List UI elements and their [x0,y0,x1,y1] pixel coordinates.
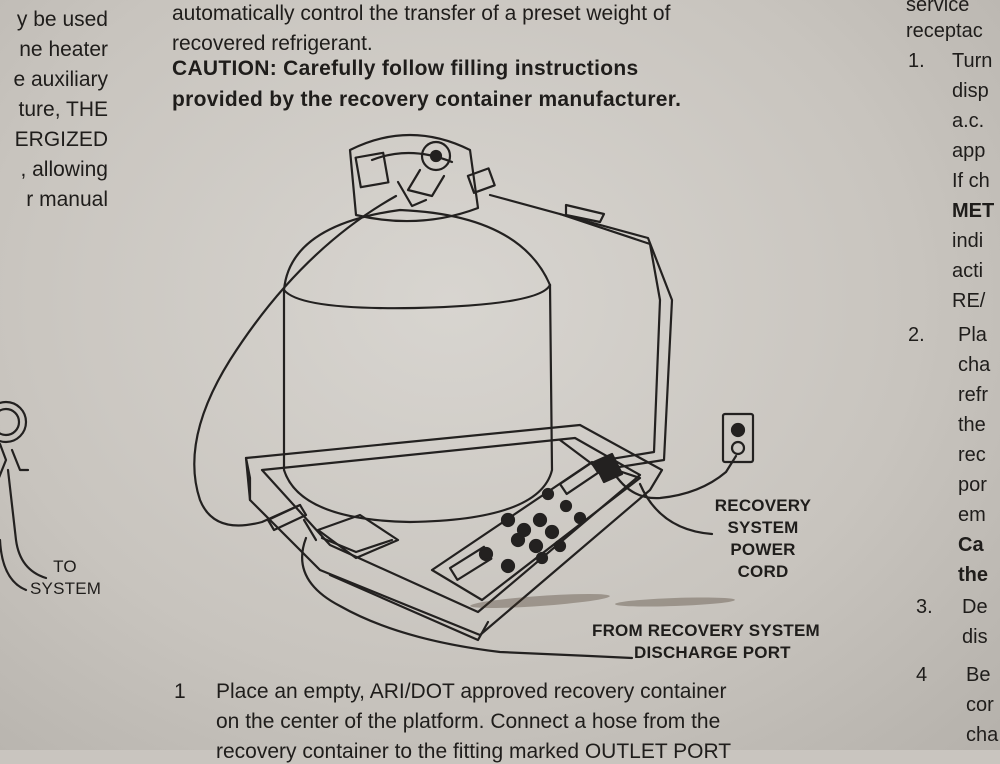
left-line: y be used [16,8,108,31]
power-cord [610,454,738,500]
callout-line: RECOVERY [714,496,812,515]
left-line: e auxiliary [13,68,108,91]
gauge-icon [0,400,48,592]
step-number: 4 [916,664,928,686]
step1-line: recovery container to the fitting marked… [216,740,732,763]
keypad-buttons [478,487,587,574]
right-line: Turn [952,50,993,72]
right-line: MET [952,200,995,222]
right-line: Ca [958,534,984,556]
right-line: refr [958,384,988,406]
right-line: dis [962,626,988,648]
callout-line: CORD [737,562,789,581]
right-line: the [958,414,986,436]
system-label: SYSTEM [30,579,102,598]
right-line: De [962,596,988,618]
right-line: app [952,140,986,162]
right-line: cha [966,724,999,746]
right-line: If ch [952,170,990,192]
step-number: 1. [908,50,925,72]
caution-line: CAUTION: Carefully follow filling instru… [172,57,639,80]
step-number: 2. [908,324,925,346]
left-line: ne heater [19,38,108,61]
left-line: , allowing [20,158,108,181]
scale-lid [488,193,674,472]
wall-outlet-icon [721,412,755,464]
to-system-label: TO SYSTEM [30,556,102,600]
right-line: rec [958,444,986,466]
left-line: r manual [26,188,108,211]
top-line: recovered refrigerant. [172,32,373,55]
right-line: Pla [958,324,987,346]
refrigerant-cylinder [282,133,554,524]
power-cord-callout: RECOVERY SYSTEM POWER CORD [700,495,826,583]
left-line: ture, THE [18,98,108,121]
right-line: cor [966,694,994,716]
right-line: receptac [906,20,983,42]
callout-line: FROM RECOVERY SYSTEM [592,621,820,640]
right-line: service [906,0,970,16]
right-line: indi [952,230,984,252]
step-number: 1 [174,680,186,703]
caution-line: provided by the recovery container manuf… [172,88,682,111]
discharge-callout: FROM RECOVERY SYSTEM DISCHARGE PORT [592,620,832,664]
charging-hose [193,194,398,527]
callout-line: DISCHARGE PORT [634,643,791,662]
right-line: acti [952,260,984,282]
right-line: Be [966,664,991,686]
scale-platform [244,423,664,642]
left-line: ERGIZED [14,128,108,151]
top-line: automatically control the transfer of a … [172,2,671,25]
step1-line: Place an empty, ARI/DOT approved recover… [216,680,727,703]
right-line: the [958,564,988,586]
discharge-hose [301,536,634,660]
step-number: 3. [916,596,933,618]
right-line: a.c. [952,110,985,132]
callout-line: SYSTEM [727,518,799,537]
right-line: cha [958,354,991,376]
to-label: TO [53,557,77,576]
right-line: em [958,504,986,526]
right-line: RE/ [952,290,986,312]
right-line: por [958,474,987,496]
callout-line: POWER [730,540,796,559]
step1-line: on the center of the platform. Connect a… [216,710,721,733]
right-line: disp [952,80,989,102]
hose-fitting [266,503,308,532]
